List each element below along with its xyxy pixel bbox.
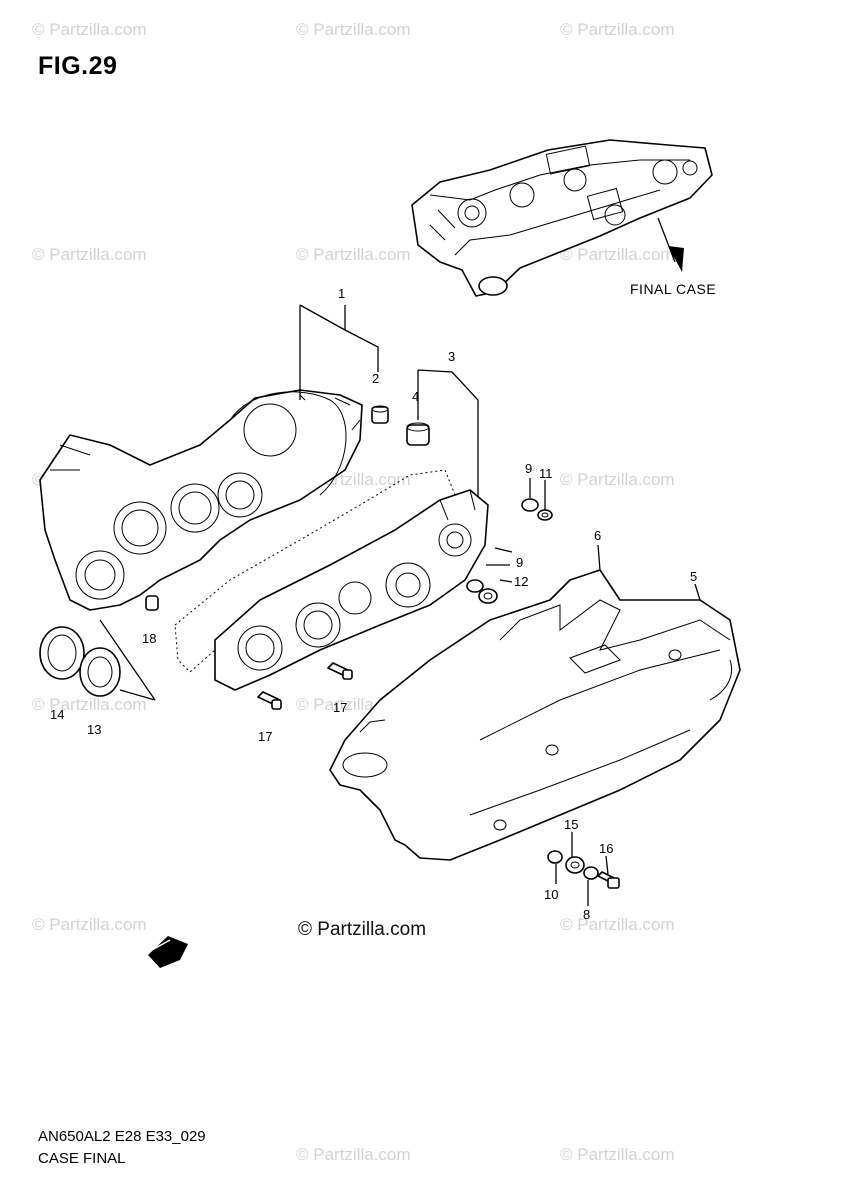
watermark: © Partzilla.com	[560, 20, 675, 39]
callout-18: 18	[142, 631, 156, 646]
callout-17-lower: 17	[258, 729, 272, 744]
callout-2: 2	[372, 371, 379, 386]
callout-4: 4	[412, 389, 419, 404]
diagram-code: AN650AL2 E28 E33_029	[38, 1128, 206, 1145]
watermark: © Partzilla.com	[32, 915, 147, 934]
washer-9-11-12-drawing	[466, 478, 553, 604]
front-arrow-icon	[148, 936, 188, 968]
watermark: © Partzilla.com	[560, 470, 675, 489]
watermark: © Partzilla.com	[296, 20, 411, 39]
callout-1: 1	[338, 286, 345, 301]
callout-6: 6	[594, 528, 601, 543]
bolt-17-drawing	[257, 662, 353, 710]
watermark: © Partzilla.com	[560, 915, 675, 934]
figure-title: FIG.29	[38, 52, 118, 80]
diagram-name: CASE FINAL	[38, 1150, 126, 1167]
callout-3: 3	[448, 349, 455, 364]
watermark: © Partzilla.com	[32, 695, 147, 714]
callout-15: 15	[564, 817, 578, 832]
watermark: © Partzilla.com	[560, 245, 675, 264]
oil-seal-13-14-drawing	[39, 626, 121, 697]
watermark: © Partzilla.com	[296, 245, 411, 264]
callout-11: 11	[539, 466, 553, 481]
final-case-label: FINAL CASE	[630, 281, 716, 297]
callout-17: 17	[333, 700, 347, 715]
callout-12: 12	[514, 574, 528, 589]
callout-5: 5	[690, 569, 697, 584]
bushing-2-drawing	[371, 405, 389, 424]
crankcase-drawing	[39, 389, 363, 611]
copyright-notice: © Partzilla.com	[298, 919, 427, 940]
callout-9: 9	[525, 461, 532, 476]
callout-14: 14	[50, 707, 64, 722]
chain-cover-drawing	[329, 569, 741, 861]
fastener-8-10-15-16-drawing	[547, 832, 620, 906]
callout-10: 10	[544, 887, 558, 902]
final-case-inset-drawing: FINAL CASE	[411, 139, 716, 297]
gasket-drawing	[174, 469, 456, 673]
watermark: © Partzilla.com	[32, 20, 147, 39]
dowel-4-drawing	[406, 422, 430, 446]
callout-9-lower: 9	[516, 555, 523, 570]
inner-case-drawing	[214, 489, 489, 691]
callout-8: 8	[583, 907, 590, 922]
watermark: © Partzilla.com	[32, 245, 147, 264]
callout-16: 16	[599, 841, 613, 856]
callout-13: 13	[87, 722, 101, 737]
watermark: © Partzilla.com	[296, 1145, 411, 1164]
watermark: © Partzilla.com	[560, 1145, 675, 1164]
